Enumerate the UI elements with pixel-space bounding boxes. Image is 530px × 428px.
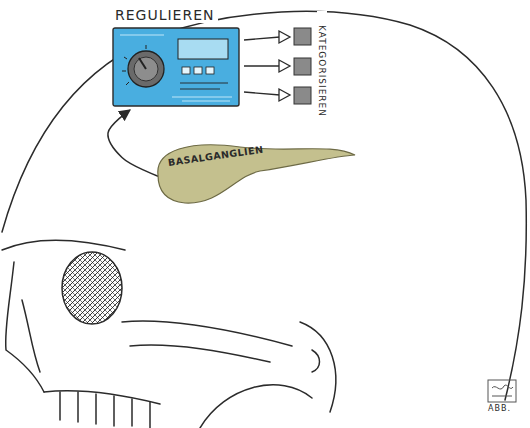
device-heading: REGULIEREN (112, 7, 218, 23)
brow-line (2, 240, 125, 250)
regulator-device: REGULIEREN (112, 5, 240, 85)
control-panel-drawing (112, 27, 240, 107)
basal-ganglia-shape: BASALGANGLIEN (150, 135, 360, 210)
signature-stamp (488, 380, 516, 402)
control-panel (112, 27, 240, 107)
eye-socket (62, 252, 122, 324)
mandible (200, 385, 312, 428)
teeth (60, 392, 150, 428)
nose-cavity (22, 300, 40, 372)
maxilla (44, 391, 160, 404)
ear-canal (312, 350, 320, 372)
figure-label: ABB. (488, 404, 528, 413)
feedback-arrow (108, 110, 158, 176)
mastoid (300, 322, 336, 412)
cranium-outline (2, 11, 526, 400)
cheekbone-lower (130, 345, 270, 362)
cheekbone (122, 321, 292, 346)
nose-line (6, 262, 44, 392)
category-arrows (244, 31, 290, 101)
vertical-label: KATEGORISIEREN (317, 11, 327, 131)
category-squares (294, 28, 311, 104)
